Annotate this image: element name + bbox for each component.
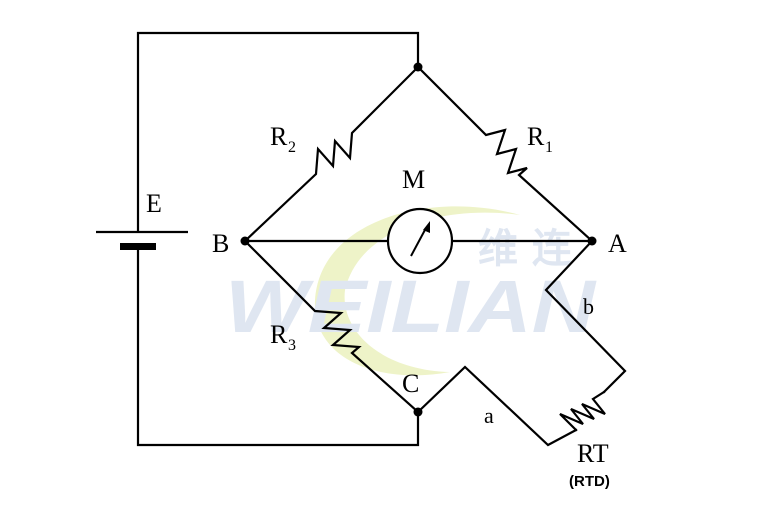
label-r2: R [270,122,288,151]
meter-symbol [386,207,454,275]
label-meter-m: M [402,165,425,194]
label-r3-sub: 3 [288,337,296,354]
resistor-r1 [416,65,594,243]
label-rt: RT [577,439,609,468]
watermark-chinese: 维 连 [478,226,573,272]
resistor-r3 [243,239,420,414]
lead-b-wire [544,239,627,394]
junction-b [240,236,250,246]
top-wire [136,31,420,233]
junction-a [587,236,597,246]
resistor-r2 [243,65,420,243]
label-battery-e: E [146,189,162,218]
junction-c [413,407,423,417]
watermark-swoosh [314,206,520,376]
label-r1: R [527,122,545,151]
junction-top [413,62,423,72]
label-r2-sub: 2 [288,139,296,156]
watermark-logo: WEILIAN 维 连 [225,206,597,376]
label-node-a: A [608,229,627,258]
label-node-c: C [402,369,419,398]
label-r3: R [270,320,288,349]
watermark-text: WEILIAN [225,265,597,348]
bottom-wire [136,247,420,447]
label-r1-sub: 1 [545,139,553,156]
label-lead-b: b [583,294,594,319]
label-lead-a: a [484,403,494,428]
battery-symbol [96,230,188,250]
rt-resistor [559,390,606,432]
lead-a-wire [416,365,578,447]
label-node-b: B [212,229,229,258]
label-rtd: (RTD) [569,473,610,490]
